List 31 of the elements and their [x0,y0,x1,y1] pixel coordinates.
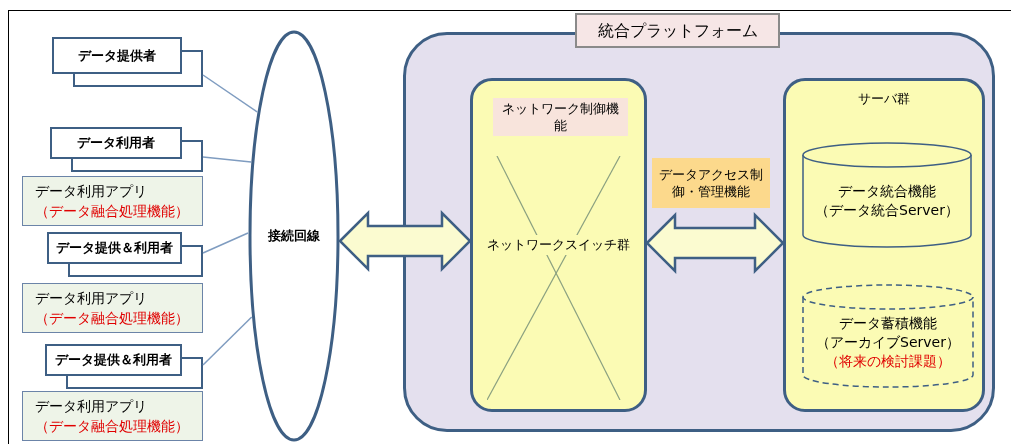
connector-line [202,74,258,113]
app-label: （データ融合処理機能） [35,309,190,328]
ellipse-label: 接続回線 [268,227,320,246]
app-box [22,283,203,333]
actor-box: データ利用者 [50,127,182,159]
connector-line [202,316,253,366]
function-label: ネットワーク制御機能 [493,98,628,136]
database-label: （データ統合Server） [815,201,959,220]
actor-box: データ提供者 [52,37,182,74]
actor-box: データ提供＆利用者 [47,232,182,264]
group-panel [783,78,985,412]
database-label: データ蓄積機能 [839,313,937,333]
database-label: （アーカイブServer） [816,332,960,352]
app-label: データ利用アプリ [35,397,148,416]
app-box [22,391,203,441]
function-label: データアクセス制御・管理機能 [652,158,770,208]
app-label: データ利用アプリ [35,182,148,201]
app-label: データ利用アプリ [35,289,148,308]
database-label: （将来の検討課題） [825,351,951,371]
group-panel [470,78,647,412]
platform-title: 統合プラットフォーム [575,13,780,48]
database-label: データ統合機能 [838,182,936,201]
connector-line [202,232,249,254]
connector-line [202,156,252,163]
panel-label: ネットワークスイッチ群 [487,235,630,255]
app-label: （データ融合処理機能） [35,417,190,436]
actor-box: データ提供＆利用者 [45,344,182,376]
double-block-arrow [645,212,785,274]
double-block-arrow [338,210,472,272]
app-label: （データ融合処理機能） [35,202,190,221]
app-box [22,176,203,226]
